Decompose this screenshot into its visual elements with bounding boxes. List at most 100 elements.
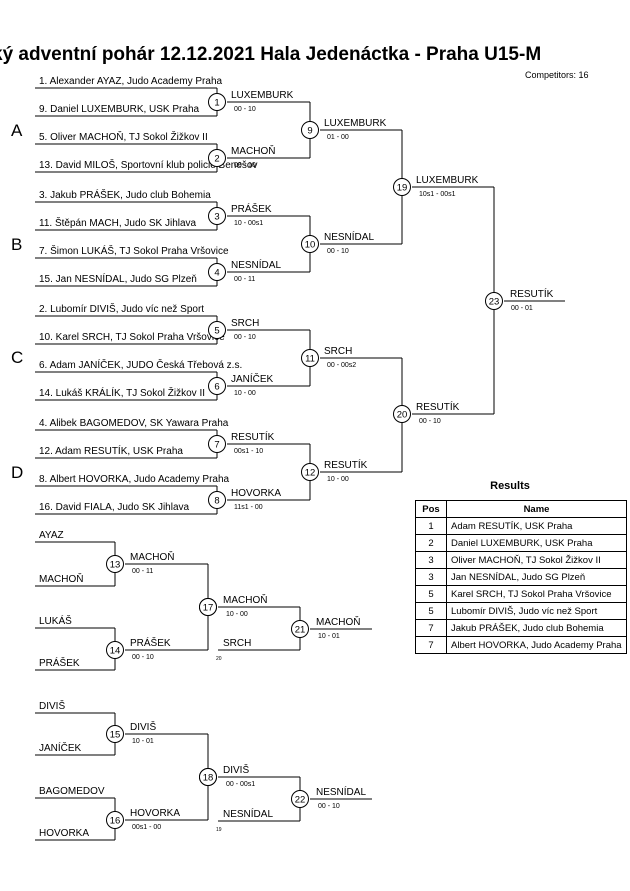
match-number: 9 <box>307 126 312 137</box>
competitor-entry: 10. Karel SRCH, TJ Sokol Praha Vršovice <box>39 332 225 343</box>
result-pos: 5 <box>415 602 447 620</box>
match-number: 8 <box>214 496 219 507</box>
result-name: Oliver MACHOŇ, TJ Sokol Žižkov II <box>446 551 627 569</box>
result-pos: 7 <box>415 636 447 654</box>
match-winner: LUXEMBURK <box>324 118 387 129</box>
match-number-circle <box>393 178 411 196</box>
match-number-circle <box>106 555 124 573</box>
match-score: 10 - 00 <box>234 390 256 397</box>
competitor-entry: 7. Šimon LUKÁŠ, TJ Sokol Praha Vršovice <box>39 244 229 257</box>
match-number-circle <box>301 463 319 481</box>
match-number: 7 <box>214 440 219 451</box>
match-winner: RESUTÍK <box>231 430 275 443</box>
match-score: 11s1 - 00 <box>234 504 263 511</box>
repechage-entry: HOVORKA <box>39 828 89 839</box>
match-number-circle <box>208 435 226 453</box>
repechage-entry: JANÍČEK <box>39 741 82 754</box>
match-score: 00 - 01 <box>511 305 533 312</box>
match-winner: JANÍČEK <box>231 372 274 385</box>
match-winner: MACHOŇ <box>223 593 267 606</box>
match-number: 12 <box>305 468 316 479</box>
match-score: 00 - 10 <box>327 248 349 255</box>
feeder-ref: 20 <box>216 656 222 662</box>
pool-label: A <box>11 121 23 140</box>
competitor-entry: 12. Adam RESUTÍK, USK Praha <box>39 444 183 457</box>
result-name: Jakub PRÁŠEK, Judo club Bohemia <box>446 619 627 637</box>
match-score: 10 - 00s1 <box>234 220 263 227</box>
match-number: 16 <box>110 816 121 827</box>
match-number: 20 <box>397 410 408 421</box>
repechage-entry: BAGOMEDOV <box>39 786 105 797</box>
repechage-entry: PRÁŠEK <box>39 656 80 669</box>
match-winner: SRCH <box>231 318 259 329</box>
match-number: 23 <box>489 297 500 308</box>
repechage-entry: AYAZ <box>39 530 64 541</box>
match-number: 21 <box>295 625 306 636</box>
match-score: 10 - 00 <box>327 476 349 483</box>
page-title: ký adventní pohár 12.12.2021 Hala Jedená… <box>0 44 542 65</box>
result-name: Karel SRCH, TJ Sokol Praha Vršovice <box>446 585 627 603</box>
match-number-circle <box>199 598 217 616</box>
result-name: Albert HOVORKA, Judo Academy Praha <box>446 636 627 654</box>
match-winner: MACHOŇ <box>231 144 275 157</box>
result-pos: 7 <box>415 619 447 637</box>
match-number-circle <box>301 235 319 253</box>
feeder-name: SRCH <box>223 638 251 649</box>
match-number-circle <box>106 811 124 829</box>
competitor-entry: 6. Adam JANÍČEK, JUDO Česká Třebová z.s. <box>39 358 242 371</box>
match-number-circle <box>485 292 503 310</box>
result-name: Daniel LUXEMBURK, USK Praha <box>446 534 627 552</box>
match-number-circle <box>208 149 226 167</box>
result-name: Lubomír DIVIŠ, Judo víc než Sport <box>446 602 627 620</box>
match-score: 00 - 11 <box>132 568 153 575</box>
competitor-entry: 13. David MILOŠ, Sportovní klub policie … <box>39 158 257 171</box>
match-winner: RESUTÍK <box>324 458 368 471</box>
result-name: Adam RESUTÍK, USK Praha <box>446 517 627 535</box>
competitor-entry: 9. Daniel LUXEMBURK, USK Praha <box>39 104 200 115</box>
match-number-circle <box>208 263 226 281</box>
match-number: 14 <box>110 646 121 657</box>
match-number: 15 <box>110 730 121 741</box>
match-winner: SRCH <box>324 346 352 357</box>
competitor-entry: 15. Jan NESNÍDAL, Judo SG Plzeň <box>39 272 197 285</box>
match-winner: DIVIŠ <box>223 763 249 776</box>
match-score: 00s1 - 00 <box>132 824 161 831</box>
match-score: 10 - 00 <box>226 611 248 618</box>
result-pos: 3 <box>415 551 447 569</box>
name-header: Name <box>446 500 627 518</box>
pool-label: B <box>11 235 22 254</box>
match-winner: HOVORKA <box>231 488 281 499</box>
match-number: 17 <box>203 603 214 614</box>
match-score: 10s1 - 00s1 <box>419 191 456 198</box>
match-score: 00 - 10 <box>234 106 256 113</box>
feeder-ref: 19 <box>216 827 222 833</box>
match-number: 1 <box>214 98 219 109</box>
match-winner: LUXEMBURK <box>231 90 294 101</box>
match-number: 22 <box>295 795 306 806</box>
match-number: 5 <box>214 326 219 337</box>
match-winner: LUXEMBURK <box>416 175 479 186</box>
match-number: 13 <box>110 560 121 571</box>
repechage-entry: MACHOŇ <box>39 572 83 585</box>
match-winner: MACHOŇ <box>130 550 174 563</box>
result-pos: 1 <box>415 517 447 535</box>
result-pos: 3 <box>415 568 447 586</box>
repechage-entry: LUKÁŠ <box>39 614 72 627</box>
match-number: 6 <box>214 382 219 393</box>
result-pos: 2 <box>415 534 447 552</box>
match-winner: HOVORKA <box>130 808 180 819</box>
match-number: 4 <box>214 268 219 279</box>
match-number-circle <box>291 620 309 638</box>
match-winner: DIVIŠ <box>130 720 156 733</box>
match-number: 10 <box>305 240 316 251</box>
match-score: 10 - 01 <box>132 738 154 745</box>
match-score: 00 - 00s2 <box>327 362 356 369</box>
match-number: 2 <box>214 154 219 165</box>
match-number: 18 <box>203 773 214 784</box>
